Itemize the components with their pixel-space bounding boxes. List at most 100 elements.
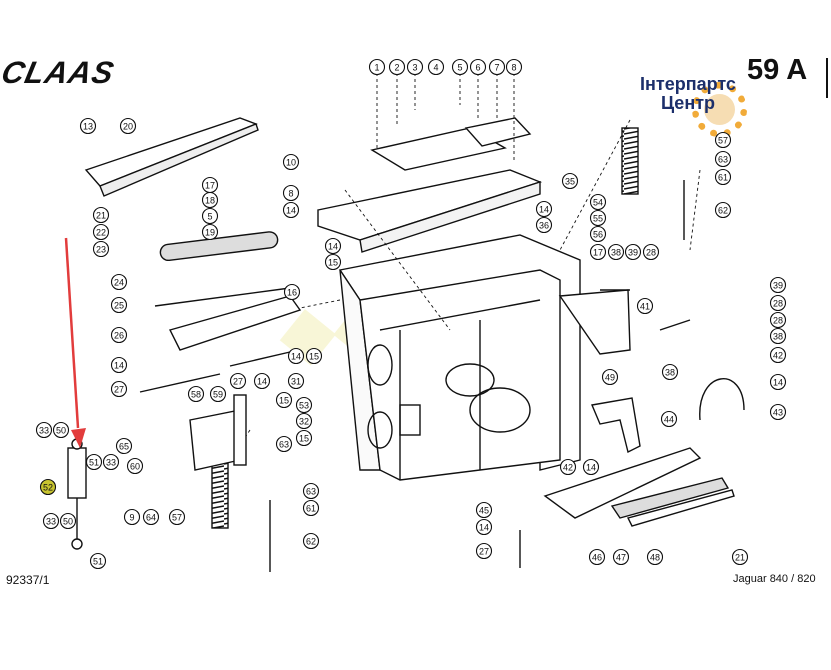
callout-label: 28	[773, 316, 783, 326]
callout-label: 57	[172, 513, 182, 523]
callout-c58: 58	[187, 385, 205, 403]
callout-c17b: 17	[589, 243, 607, 261]
callout-circle	[302, 532, 320, 550]
callout-label: 35	[565, 177, 575, 187]
callout-c50: 50	[52, 421, 70, 439]
callout-c1: 1	[368, 58, 386, 76]
callout-c26: 26	[110, 326, 128, 344]
callout-circle	[123, 508, 141, 526]
callout-circle	[168, 508, 186, 526]
callout-c32: 32	[295, 412, 313, 430]
callout-c63b: 63	[275, 435, 293, 453]
callout-circle	[660, 410, 678, 428]
callout-label: 65	[119, 442, 129, 452]
callout-c10: 10	[282, 153, 300, 171]
callout-c36: 36	[535, 216, 553, 234]
callout-label: 28	[773, 299, 783, 309]
callout-label: 21	[96, 211, 106, 221]
callout-c21b: 21	[731, 548, 749, 566]
callout-label: 55	[593, 214, 603, 224]
callout-label: 49	[605, 373, 615, 383]
callout-c27b: 27	[229, 372, 247, 390]
callout-c27a: 27	[110, 380, 128, 398]
callout-label: 1	[374, 63, 379, 73]
callout-circle	[110, 326, 128, 344]
callout-circle	[368, 58, 386, 76]
callout-circle	[559, 458, 577, 476]
callout-label: 50	[56, 426, 66, 436]
callout-circle	[59, 512, 77, 530]
callout-c7: 7	[488, 58, 506, 76]
callout-label: 60	[130, 462, 140, 472]
callout-circle	[42, 512, 60, 530]
callout-label: 15	[328, 258, 338, 268]
callout-circle	[535, 216, 553, 234]
callout-circle	[582, 458, 600, 476]
callout-label: 26	[114, 331, 124, 341]
callout-circle	[209, 385, 227, 403]
callout-circle	[110, 273, 128, 291]
callout-circle	[282, 153, 300, 171]
callout-circle	[646, 548, 664, 566]
callout-c63c: 63	[302, 482, 320, 500]
callout-c48: 48	[646, 548, 664, 566]
callout-c14c: 14	[324, 237, 342, 255]
callout-c28a: 28	[642, 243, 660, 261]
callout-label: 10	[286, 158, 296, 168]
callout-label: 23	[96, 245, 106, 255]
callout-label: 45	[479, 506, 489, 516]
callout-circle	[52, 421, 70, 439]
callout-c14e: 14	[253, 372, 271, 390]
callout-label: 15	[299, 434, 309, 444]
callout-label: 13	[83, 122, 93, 132]
callout-c59: 59	[209, 385, 227, 403]
callout-circle	[110, 296, 128, 314]
callout-circle	[388, 58, 406, 76]
callout-circle	[661, 363, 679, 381]
callout-c5b: 5	[201, 207, 219, 225]
callout-c23: 23	[92, 240, 110, 258]
callout-label: 56	[593, 230, 603, 240]
callout-label: 51	[93, 557, 103, 567]
callout-label: 5	[207, 212, 212, 222]
gear-hub-icon	[704, 94, 735, 125]
callout-circle	[427, 58, 445, 76]
callout-circle	[607, 243, 625, 261]
callout-circle	[295, 429, 313, 447]
callout-c15b: 15	[305, 347, 323, 365]
callout-circle	[39, 478, 57, 496]
callout-circle	[769, 346, 787, 364]
callout-label: 4	[433, 63, 438, 73]
callout-circle	[714, 150, 732, 168]
callout-c14a: 14	[282, 201, 300, 219]
callout-label: 27	[233, 377, 243, 387]
callout-circle	[714, 131, 732, 149]
callout-label: 51	[89, 458, 99, 468]
callout-label: 18	[205, 196, 215, 206]
callout-circle	[295, 396, 313, 414]
callout-circle	[275, 391, 293, 409]
callout-circle	[253, 372, 271, 390]
callout-label: 53	[299, 401, 309, 411]
callout-circle	[589, 209, 607, 227]
callout-c56: 56	[589, 225, 607, 243]
callout-label: 14	[479, 523, 489, 533]
callout-circle	[588, 548, 606, 566]
callout-label: 47	[616, 553, 626, 563]
callout-circle	[589, 193, 607, 211]
callout-circle	[469, 58, 487, 76]
callout-label: 3	[412, 63, 417, 73]
callout-label: 6	[475, 63, 480, 73]
callout-circle	[505, 58, 523, 76]
callout-circle	[589, 225, 607, 243]
callout-c19: 19	[201, 223, 219, 241]
callout-circle	[475, 501, 493, 519]
callout-c33a: 33	[35, 421, 53, 439]
callout-c51a: 51	[85, 453, 103, 471]
callout-c63a: 63	[714, 150, 732, 168]
callout-c33c: 33	[42, 512, 60, 530]
callout-label: 33	[39, 426, 49, 436]
callout-circle	[201, 223, 219, 241]
